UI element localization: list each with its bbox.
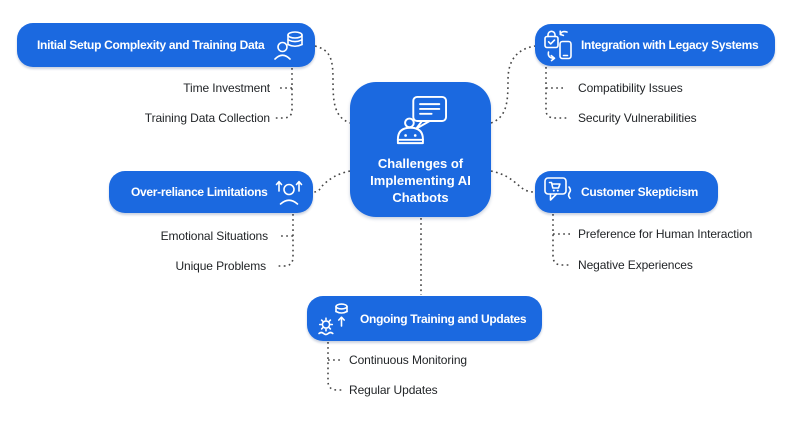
child-item-compatibility-issues[interactable]: Compatibility Issues (578, 81, 683, 95)
center-title-line: Implementing AI (370, 173, 471, 189)
center-title-line: Challenges of (377, 156, 464, 171)
branch-label-over-reliance: Over-reliance Limitations (131, 185, 268, 199)
connector-legacy-children (545, 67, 567, 119)
center-node-title: Challenges of Implementing AI Chatbots (370, 155, 471, 206)
branch-label-customer-skepticism: Customer Skepticism (581, 185, 699, 199)
branch-node-customer-skepticism[interactable]: Customer Skepticism (535, 171, 718, 213)
center-node-challenges[interactable]: Challenges of Implementing AI Chatbots (350, 82, 491, 217)
connector-center-to-customer-skepticism (490, 170, 536, 193)
child-item-continuous-monitoring[interactable]: Continuous Monitoring (349, 353, 467, 367)
connector-center-to-over-reliance (312, 170, 351, 193)
child-item-training-data-collection[interactable]: Training Data Collection (144, 111, 270, 125)
user-up-arrows-icon (274, 176, 304, 208)
child-item-emotional-situations[interactable]: Emotional Situations (160, 229, 269, 243)
connector-over-reliance-children (276, 214, 294, 267)
connector-skepticism-children (552, 214, 571, 266)
branch-node-over-reliance[interactable]: Over-reliance Limitations (109, 171, 313, 213)
child-item-time-investment[interactable]: Time Investment (183, 81, 270, 95)
connector-center-to-initial-setup (314, 45, 351, 124)
connector-initial-setup-children (275, 68, 293, 119)
branch-node-legacy-integration[interactable]: Integration with Legacy Systems (535, 24, 775, 66)
gear-cloud-update-icon (317, 301, 351, 337)
branch-node-ongoing-training[interactable]: Ongoing Training and Updates (307, 296, 542, 341)
branch-label-initial-setup: Initial Setup Complexity and Training Da… (37, 38, 265, 52)
user-database-icon (273, 28, 305, 62)
connector-center-to-legacy-integration (490, 45, 536, 124)
branch-label-ongoing-training: Ongoing Training and Updates (360, 311, 527, 326)
customer-feedback-bubble-icon (543, 176, 573, 208)
branch-node-initial-setup[interactable]: Initial Setup Complexity and Training Da… (17, 23, 315, 67)
branch-label-legacy-integration: Integration with Legacy Systems (581, 38, 759, 52)
child-item-regular-updates[interactable]: Regular Updates (349, 383, 438, 397)
child-item-negative-experiences[interactable]: Negative Experiences (578, 258, 693, 272)
child-item-security-vulnerabilities[interactable]: Security Vulnerabilities (578, 111, 697, 125)
lock-sync-device-icon (543, 28, 573, 62)
child-item-unique-problems[interactable]: Unique Problems (175, 259, 266, 273)
connector-ongoing-children (327, 342, 343, 391)
chatbot-icon (390, 95, 452, 147)
child-item-preference-human-interaction[interactable]: Preference for Human Interaction (578, 227, 753, 241)
center-title-line: Chatbots (392, 190, 449, 206)
